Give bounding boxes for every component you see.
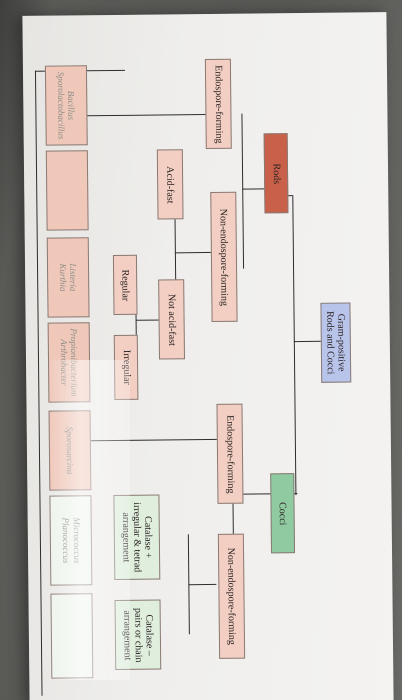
catalase-negative-label: Catalase – pairs or chain arrangement [121,607,155,663]
genus-bacillus-label: Bacillus Sporolactobacillus [55,71,77,140]
rods-endospore-label: Endospore-forming [212,64,225,144]
rods-non-endospore-node: Non-endospore-forming [210,191,238,322]
genus-propionibacterium-box: Propionibacterium Arthrobacter [47,322,91,403]
cocci-node: Cocci [270,473,296,554]
catalase-negative-node: Catalase – pairs or chain arrangement [114,599,162,670]
bacillus-stub [85,114,206,117]
rods-non-endospore-label: Non-endospore-forming [217,208,230,306]
genus-empty-box-2 [50,593,94,679]
genus-micrococcus-label: Micrococcus Planococcus [60,517,83,564]
genus-sporosarcina-label: Sporosarcina [64,426,76,475]
cocci-endospore-label: Endospore-forming [224,414,236,493]
catalase-positive-node: Catalase + irregular & tetrad arrangemen… [113,494,161,580]
paper-sheet: Gram-positive Rods and Cocci Rods Cocci … [22,12,394,700]
irregular-label: Irregular [120,349,132,385]
regular-node: Regular [112,254,138,315]
not-acid-fast-label: Not acid-fast [165,293,178,346]
irregular-node: Irregular [113,334,139,400]
ne-branch [174,251,215,254]
rods-endospore-node: Endospore-forming [204,58,232,150]
rods-children-bar [241,113,245,269]
cocci-non-endospore-node: Non-endospore-forming [217,533,246,659]
catalase-positive-label: Catalase + irregular & tetrad arrangemen… [120,502,154,573]
sporosarcina-stub [88,438,219,442]
genus-listeria-label: Listeria Kurthia [57,263,79,292]
nec-branch [188,583,217,586]
regular-label: Regular [119,268,131,301]
genus-bacillus-box: Bacillus Sporolactobacillus [44,65,88,146]
genus-sporosarcina-box: Sporosarcina [48,410,92,491]
root-link [292,195,297,496]
cocci-endospore-node: Endospore-forming [216,403,244,504]
cocci-non-endospore-label: Non-endospore-forming [225,547,238,645]
genus-propionibacterium-label: Propionibacterium Arthrobacter [58,328,80,397]
cocci-label: Cocci [277,501,289,525]
genus-listeria-box: Listeria Kurthia [46,237,90,318]
root-node: Gram-positive Rods and Cocci [320,302,352,383]
acid-fast-node: Acid-fast [156,149,184,220]
rods-branch [242,188,265,190]
rods-label: Rods [270,162,282,184]
root-stub [293,340,322,343]
root-label: Gram-positive Rods and Cocci [324,310,348,375]
left-rule [34,70,43,696]
not-acid-fast-node: Not acid-fast [158,279,186,360]
genus-micrococcus-box: Micrococcus Planococcus [49,495,93,586]
genus-empty-box [45,150,89,231]
acid-fast-label: Acid-fast [164,165,176,204]
rods-node: Rods [263,133,289,214]
